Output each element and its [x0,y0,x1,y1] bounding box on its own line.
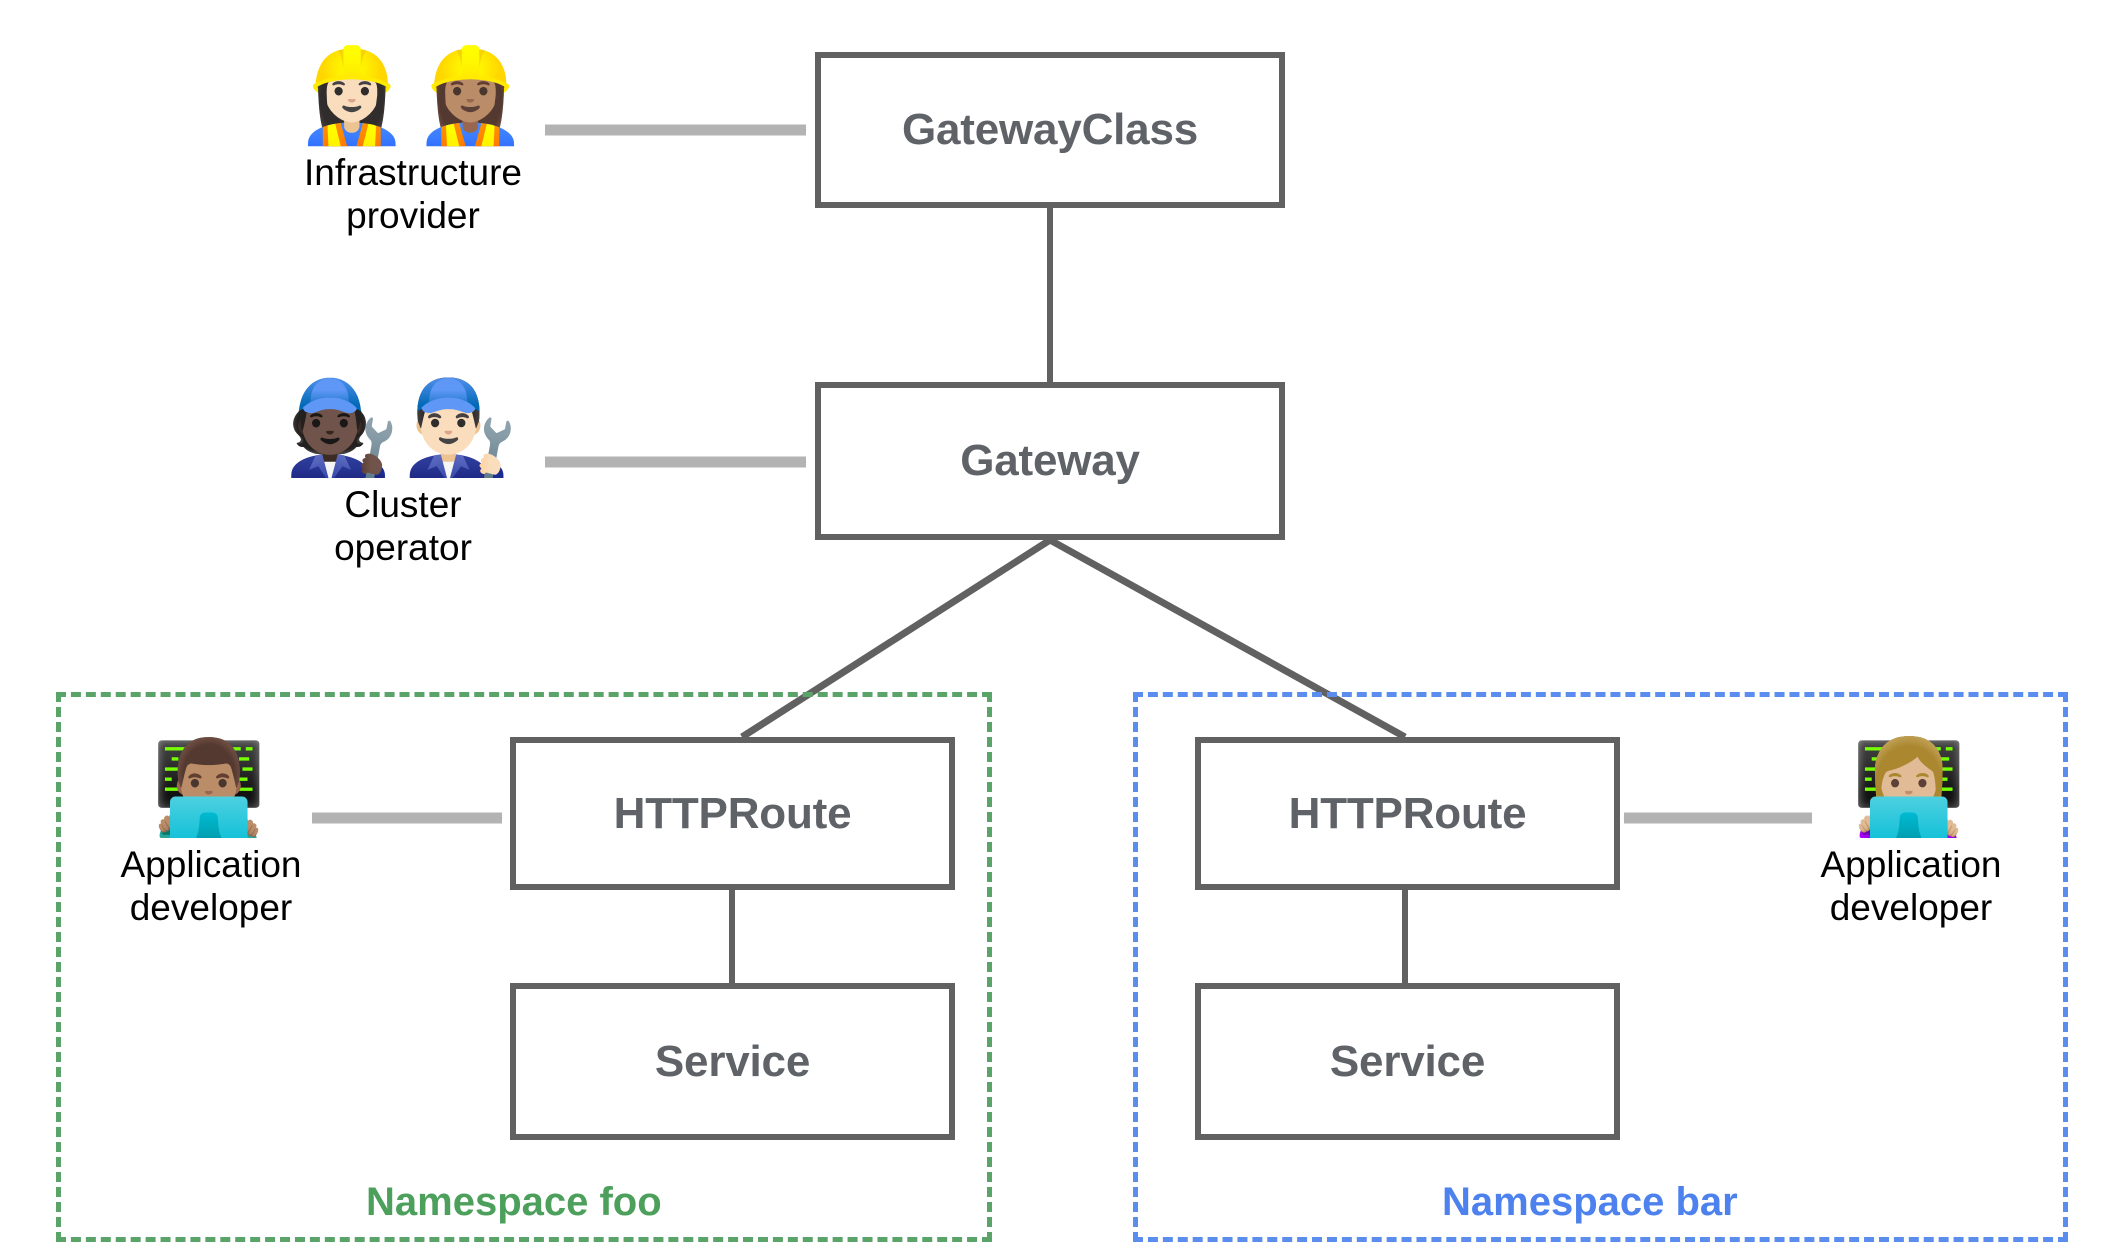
persona-cluster-operator-caption: Cluster operator [334,483,472,569]
namespace-bar-label: Namespace bar [1442,1180,1738,1224]
woman-technologist-icon: 👩🏼‍💻 [1851,734,1971,841]
node-httproute-bar[interactable]: HTTPRoute [1195,737,1620,890]
node-gateway[interactable]: Gateway [815,382,1285,540]
node-service-foo[interactable]: Service [510,983,955,1140]
node-httproute-foo[interactable]: HTTPRoute [510,737,955,890]
man-technologist-icon: 👨🏽‍💻 [151,734,271,841]
node-service-bar[interactable]: Service [1195,983,1620,1140]
woman-construction-worker-icon: 👷🏻‍♀️👷🏽‍♀️ [294,42,532,149]
namespace-foo-container [56,692,992,1242]
node-httproute-foo-label: HTTPRoute [613,788,852,838]
edge-gateway-httproute-foo [740,537,1052,740]
persona-application-developer-bar-caption: Application developer [1820,843,2002,929]
persona-application-developer-foo-caption: Application developer [120,843,302,929]
node-gatewayclass-label: GatewayClass [902,105,1198,154]
persona-infrastructure-provider: 👷🏻‍♀️👷🏽‍♀️ Infrastructure provider [278,42,548,238]
node-gateway-label: Gateway [960,436,1140,485]
mechanic-icon: 🧑🏿‍🔧👨🏻‍🔧 [284,374,522,481]
node-gatewayclass[interactable]: GatewayClass [815,52,1285,208]
persona-application-developer-foo: 👨🏽‍💻 Application developer [100,734,322,930]
node-httproute-bar-label: HTTPRoute [1288,788,1527,838]
namespace-foo-label: Namespace foo [366,1180,662,1224]
node-service-foo-label: Service [654,1036,811,1086]
persona-infrastructure-provider-caption: Infrastructure provider [304,151,522,237]
edge-gateway-httproute-bar [1048,536,1407,741]
persona-cluster-operator: 🧑🏿‍🔧👨🏻‍🔧 Cluster operator [268,374,538,570]
persona-application-developer-bar: 👩🏼‍💻 Application developer [1800,734,2022,930]
node-service-bar-label: Service [1329,1036,1486,1086]
namespace-bar-container [1133,692,2068,1242]
